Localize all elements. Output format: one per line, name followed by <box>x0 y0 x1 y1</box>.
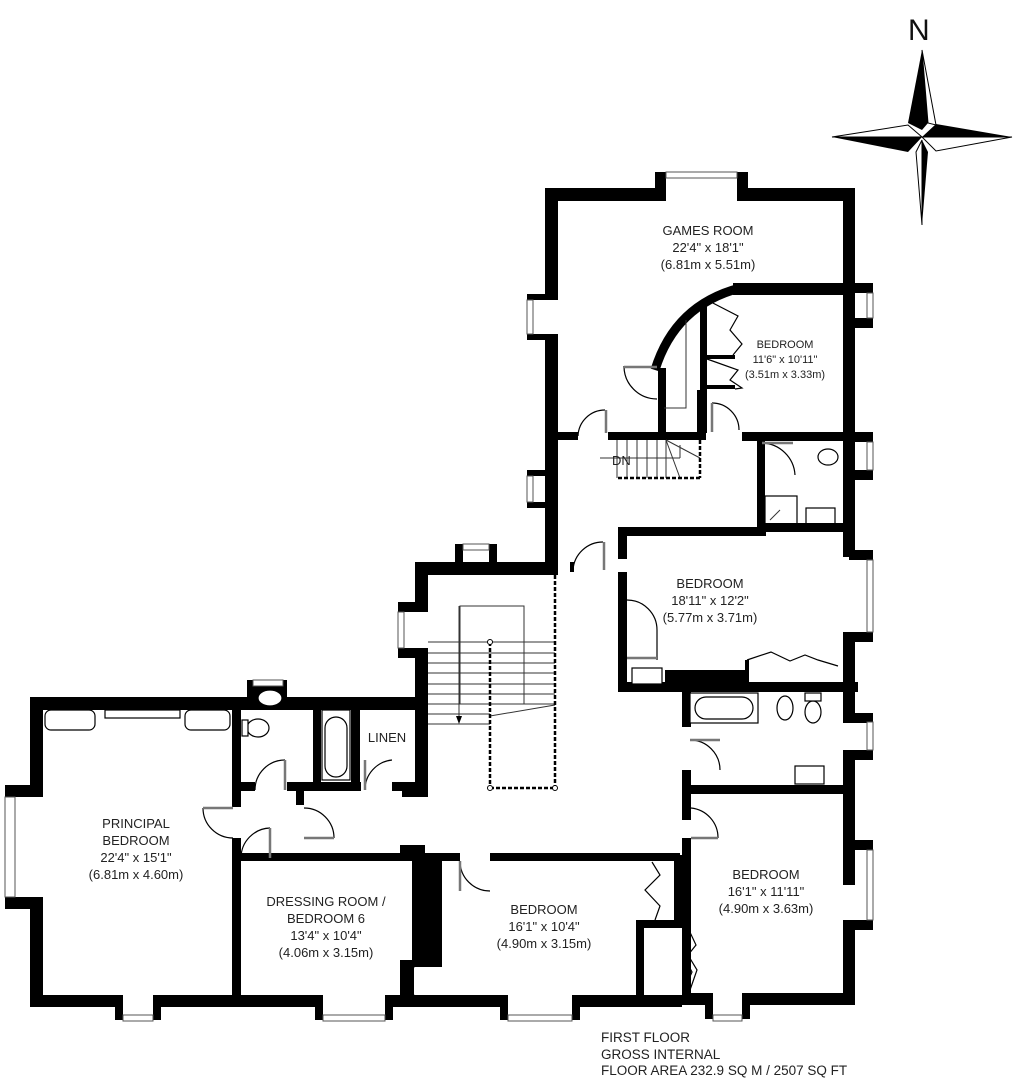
floor-area-summary: FIRST FLOOR GROSS INTERNAL FLOOR AREA 23… <box>601 1030 847 1080</box>
room-name: BEDROOM <box>676 576 744 591</box>
room-name: BEDROOM <box>756 339 814 351</box>
room-name-line1: DRESSING ROOM / <box>266 894 386 909</box>
room-dimensions-imperial: 16'1" x 11'11" <box>727 884 805 899</box>
room-name-line2: BEDROOM <box>102 833 170 848</box>
room-dimensions-metric: (4.90m x 3.63m) <box>718 901 814 916</box>
gross-internal-label: GROSS INTERNAL <box>601 1046 721 1062</box>
stair-hall-walls <box>397 543 574 797</box>
room-name-line2: BEDROOM 6 <box>286 911 365 926</box>
room-label-principal-bedroom[interactable]: PRINCIPAL BEDROOM 22'4" x 15'1" (6.81m x… <box>89 815 184 883</box>
room-dimensions-imperial: 16'1" x 10'4" <box>508 919 580 934</box>
room-dimensions-imperial: 11'6" x 10'11" <box>752 354 818 366</box>
compass-north-label: N <box>908 14 930 47</box>
room-dimensions-metric: (6.81m x 4.60m) <box>88 867 184 882</box>
room-name-line1: PRINCIPAL <box>102 816 170 831</box>
room-label-bedroom-ne[interactable]: BEDROOM 11'6" x 10'11" (3.51m x 3.33m) <box>745 338 825 383</box>
room-dimensions-imperial: 18'11" x 12'2" <box>671 593 749 608</box>
linen-cupboard-label: LINEN <box>367 730 407 745</box>
room-label-games-room[interactable]: GAMES ROOM 22'4" x 18'1" (6.81m x 5.51m) <box>661 222 756 273</box>
staircase-down[interactable] <box>600 439 702 480</box>
room-dimensions-metric: (6.81m x 5.51m) <box>660 257 756 272</box>
room-name: BEDROOM <box>732 867 800 882</box>
room-name: GAMES ROOM <box>662 223 754 238</box>
room-name: BEDROOM <box>510 902 578 917</box>
compass-rose-icon <box>831 49 1013 226</box>
room-label-bedroom-east[interactable]: BEDROOM 18'11" x 12'2" (5.77m x 3.71m) <box>663 575 758 626</box>
games-room-walls <box>526 171 874 564</box>
stairs-down-label: DN <box>612 453 631 468</box>
room-dimensions-metric: (4.06m x 3.15m) <box>278 945 374 960</box>
room-dimensions-metric: (3.51m x 3.33m) <box>744 369 826 381</box>
floor-name: FIRST FLOOR <box>601 1030 691 1045</box>
room-dimensions-metric: (5.77m x 3.71m) <box>662 610 758 625</box>
room-dimensions-imperial: 22'4" x 18'1" <box>672 240 744 255</box>
room-dimensions-imperial: 13'4" x 10'4" <box>290 928 362 943</box>
room-label-bedroom-south[interactable]: BEDROOM 16'1" x 10'4" (4.90m x 3.15m) <box>497 901 592 952</box>
room-label-bedroom-se[interactable]: BEDROOM 16'1" x 11'11" (4.90m x 3.63m) <box>719 866 814 917</box>
room-label-dressing-room[interactable]: DRESSING ROOM / BEDROOM 6 13'4" x 10'4" … <box>266 893 385 961</box>
room-dimensions-imperial: 22'4" x 15'1" <box>100 850 172 865</box>
room-dimensions-metric: (4.90m x 3.15m) <box>496 936 592 951</box>
floor-area-value: FLOOR AREA 232.9 SQ M / 2507 SQ FT <box>601 1063 848 1078</box>
se-bedroom-walls <box>682 785 874 1022</box>
east-bedroom-walls <box>618 523 874 692</box>
main-staircase[interactable] <box>428 575 558 791</box>
landing-north-walls <box>526 390 874 547</box>
